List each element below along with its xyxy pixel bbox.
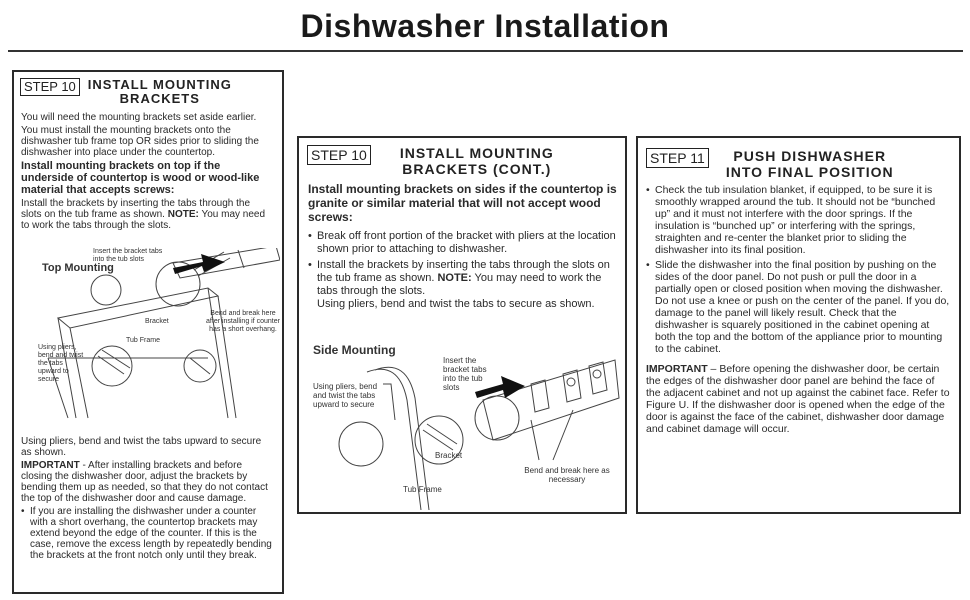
figure-label-pliers: Using pliers, bend and twist the tabs up… <box>313 382 378 409</box>
figure-label-pliers: Using pliers, bend and twist the tabs up… <box>38 344 84 383</box>
side-mounting-drawing <box>338 359 620 511</box>
note-label: NOTE: <box>167 209 199 220</box>
panel-step10-top-mounting: STEP 10 INSTALL MOUNTING BRACKETS You wi… <box>12 70 284 594</box>
intro-paragraph: You must install the mounting brackets o… <box>21 125 259 158</box>
list-item: If you are installing the dishwasher und… <box>21 506 273 561</box>
figure-title: Top Mounting <box>42 262 114 274</box>
figure-label-bend: Bend and break here as necessary <box>524 466 610 484</box>
bullet-list: If you are installing the dishwasher und… <box>21 506 273 561</box>
figure-label-tub-frame: Tub Frame <box>403 485 442 494</box>
panel-step11-final-position: STEP 11 PUSH DISHWASHER INTO FINAL POSIT… <box>636 136 961 514</box>
intro-paragraph: You will need the mounting brackets set … <box>21 112 257 123</box>
figure-label-insert: Insert the bracket tabs into the tub slo… <box>443 356 487 392</box>
note-label: NOTE: <box>437 272 472 284</box>
step-number-badge: STEP 11 <box>646 148 709 168</box>
panel3-text: Check the tub insulation blanket, if equ… <box>646 184 951 437</box>
figure-title: Side Mounting <box>313 343 396 357</box>
top-mount-heading: Install mounting brackets on top if the … <box>21 160 260 196</box>
figure-label-insert: Insert the bracket tabs into the tub slo… <box>93 248 163 263</box>
side-mounting-illustration: Side Mounting Using pliers, bend and twi… <box>303 340 623 511</box>
important-paragraph: IMPORTANT – Before opening the dishwashe… <box>646 363 950 435</box>
list-item: Break off front portion of the bracket w… <box>308 230 620 256</box>
list-item: Install the brackets by inserting the ta… <box>308 259 620 311</box>
figure-label-tub-frame: Tub Frame <box>126 337 160 344</box>
step-title: INSTALL MOUNTING BRACKETS <box>87 77 232 106</box>
panel-step10-side-mounting: STEP 10 INSTALL MOUNTING BRACKETS (CONT.… <box>297 136 627 514</box>
step-title: PUSH DISHWASHER INTO FINAL POSITION <box>725 148 894 180</box>
important-label: IMPORTANT <box>646 363 708 375</box>
important-paragraph: IMPORTANT - After installing brackets an… <box>21 460 268 504</box>
step-header: STEP 10 INSTALL MOUNTING BRACKETS (CONT.… <box>307 145 577 177</box>
figure-label-bend: Bend and break here after installing if … <box>206 310 280 333</box>
bullet-list: Break off front portion of the bracket w… <box>308 230 620 311</box>
top-mounting-illustration: Top Mounting Insert the bracket tabs int… <box>18 245 281 434</box>
panel1-upper-text: You will need the mounting brackets set … <box>21 112 273 233</box>
panel1-lower-text: Using pliers, bend and twist the tabs up… <box>21 436 273 564</box>
pliers-instruction: Using pliers, bend and twist the tabs up… <box>21 436 262 458</box>
figure-label-bracket: Bracket <box>145 318 169 325</box>
list-item: Slide the dishwasher into the final posi… <box>646 259 951 355</box>
title-divider <box>8 50 963 52</box>
top-mounting-drawing <box>47 245 281 419</box>
panel2-text: Install mounting brackets on sides if th… <box>308 182 620 314</box>
step-number-badge: STEP 10 <box>307 145 371 165</box>
step-header: STEP 10 INSTALL MOUNTING BRACKETS <box>20 78 235 106</box>
step-title: INSTALL MOUNTING BRACKETS (CONT.) <box>399 145 554 177</box>
list-item: Check the tub insulation blanket, if equ… <box>646 184 951 256</box>
page-title: Dishwasher Installation <box>300 8 670 44</box>
instruction-paragraph: Install the brackets by inserting the ta… <box>21 198 266 231</box>
figure-label-bracket: Bracket <box>435 451 463 460</box>
step-header: STEP 11 PUSH DISHWASHER INTO FINAL POSIT… <box>646 148 905 180</box>
bullet-list: Check the tub insulation blanket, if equ… <box>646 184 951 355</box>
step-number-badge: STEP 10 <box>20 78 80 96</box>
important-label: IMPORTANT <box>21 460 80 471</box>
side-mount-heading: Install mounting brackets on sides if th… <box>308 182 617 224</box>
